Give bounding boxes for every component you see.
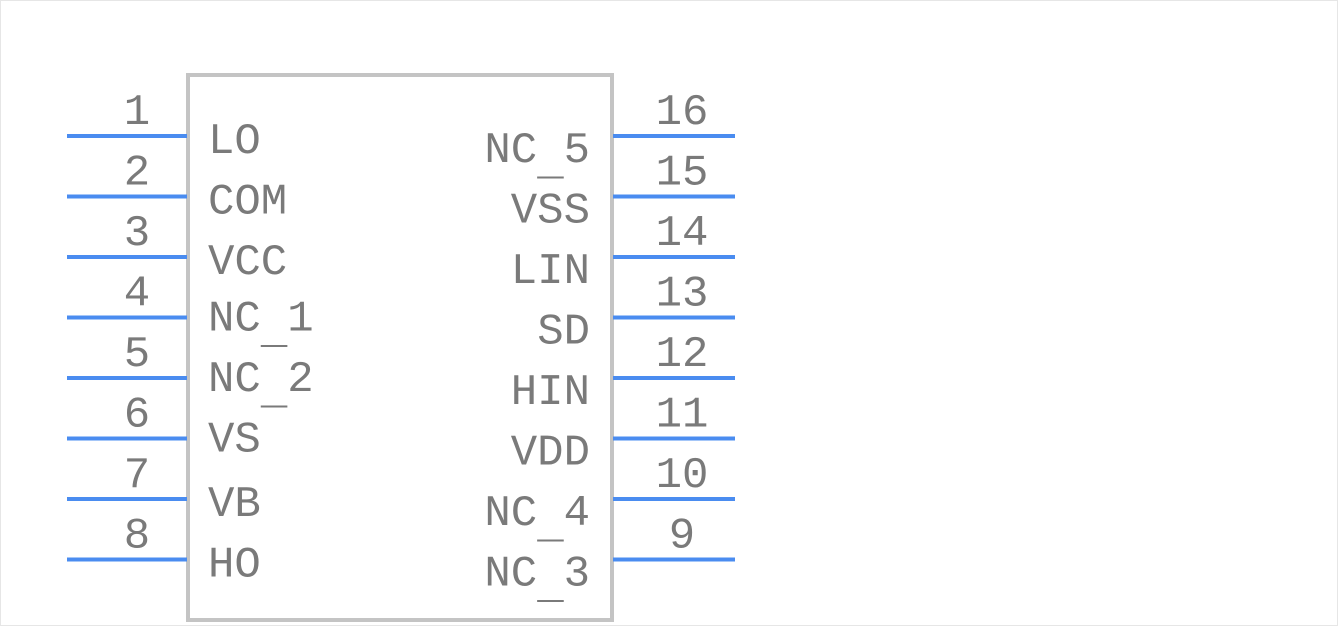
pin-7-number: 7 [124,451,150,501]
pin-12-number: 12 [656,330,709,380]
pin-15-number: 15 [656,149,709,199]
pin-15-name: VSS [511,187,590,237]
pin-16-name: NC_5 [484,126,590,188]
pin-9-name: NC_3 [484,550,590,612]
pin-6-number: 6 [124,391,150,441]
pin-3-name: VCC [208,238,287,288]
pin-14-number: 14 [656,209,709,259]
pin-11-name: VDD [511,429,590,479]
pin-11-number: 11 [656,391,709,441]
pin-8-name: HO [208,541,261,591]
pin-5-name: NC_2 [208,355,314,417]
pin-10-name: NC_4 [484,489,590,551]
pin-1-number: 1 [124,88,150,138]
pin-8-number: 8 [124,512,150,562]
pin-13-name: SD [537,308,590,358]
pin-2-name: COM [208,178,287,228]
pin-4-number: 4 [124,270,150,320]
pin-3-number: 3 [124,209,150,259]
pin-6-name: VS [208,416,261,466]
pin-16-number: 16 [656,88,709,138]
pin-2-number: 2 [124,149,150,199]
pin-9-number: 9 [669,512,695,562]
pin-4-name: NC_1 [208,295,314,357]
pin-1-name: LO [208,117,261,167]
pin-13-number: 13 [656,270,709,320]
pin-12-name: HIN [511,368,590,418]
pin-5-number: 5 [124,330,150,380]
pin-10-number: 10 [656,451,709,501]
pin-14-name: LIN [511,247,590,297]
pin-7-name: VB [208,480,261,530]
ic-body [186,73,614,622]
